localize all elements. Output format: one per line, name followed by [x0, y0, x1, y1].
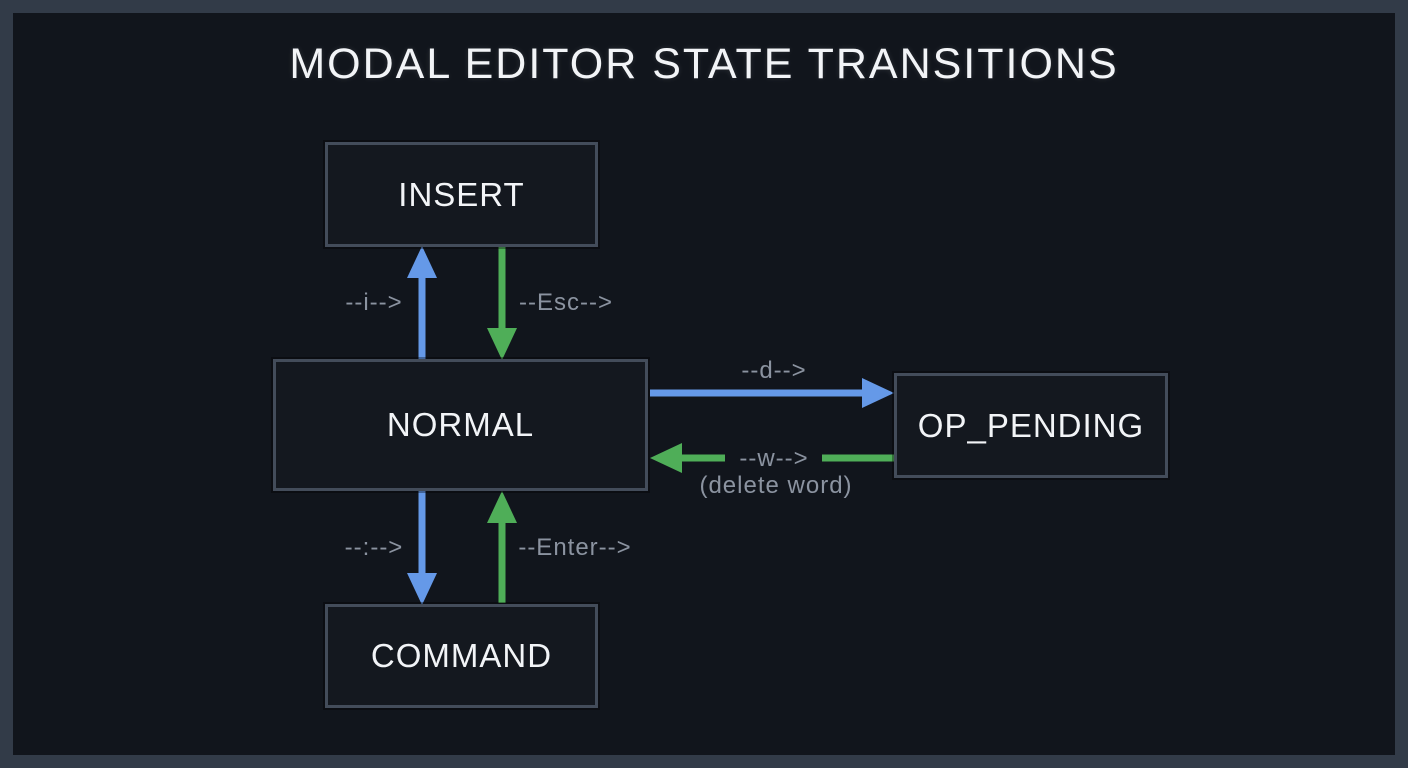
state-label-command: COMMAND: [370, 637, 553, 674]
transition-label-w: --w-->: [739, 445, 809, 472]
state-box-normal: NORMAL: [273, 359, 648, 491]
state-box-command: COMMAND: [325, 604, 598, 708]
state-label-normal: NORMAL: [386, 406, 535, 443]
diagram-panel: [13, 13, 1395, 755]
transition-label-enter: --Enter-->: [518, 534, 632, 561]
state-box-op-pending: OP_PENDING: [894, 373, 1168, 478]
transition-label-d: --d-->: [741, 357, 807, 384]
page-title: MODAL EDITOR STATE TRANSITIONS: [289, 40, 1119, 88]
transition-label-i: --i-->: [345, 289, 403, 316]
state-label-op-pending: OP_PENDING: [917, 406, 1145, 444]
transition-label-colon: --:-->: [344, 534, 404, 561]
state-label-insert: INSERT: [398, 175, 525, 213]
state-box-insert: INSERT: [325, 142, 598, 247]
transition-label-esc: --Esc-->: [519, 289, 613, 316]
transition-sublabel-delete-word: (delete word): [699, 472, 853, 499]
